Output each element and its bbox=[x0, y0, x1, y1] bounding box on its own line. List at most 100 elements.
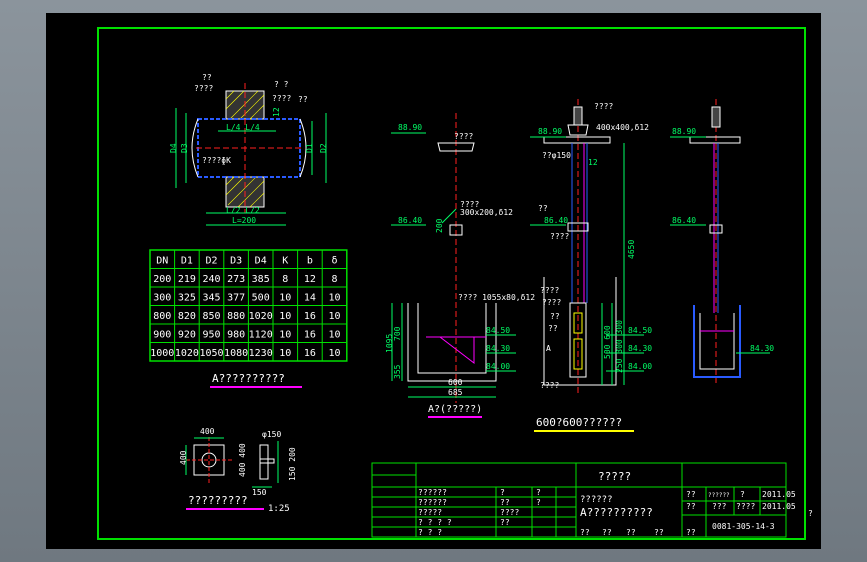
sec-a-d1095: 1095 bbox=[385, 334, 394, 353]
table-header-cell: D3 bbox=[230, 255, 242, 266]
table-cell: 300 bbox=[153, 292, 171, 303]
elev-e2: 84.30 bbox=[628, 344, 652, 353]
elev-label-2: ?? bbox=[550, 312, 560, 321]
tb-r2-1: ??? bbox=[712, 502, 727, 511]
table-cell: 12 bbox=[304, 274, 316, 285]
tb-bottom-2: ?? bbox=[626, 528, 636, 537]
pipe-detail bbox=[175, 83, 327, 226]
tb-small-0: ? bbox=[536, 488, 541, 497]
elev-label-0: ???? bbox=[540, 286, 559, 295]
plate-dim-150b: 150 bbox=[252, 488, 267, 497]
tb-left-1: ?????? bbox=[418, 498, 447, 507]
table-cell: 10 bbox=[328, 348, 340, 359]
elev-caption: 600?600?????? bbox=[536, 416, 622, 429]
elev-elev-1: 88.90 bbox=[538, 127, 562, 136]
side-elev-1: 88.90 bbox=[672, 127, 696, 136]
pipe-half-label: L/4 L/4 bbox=[226, 123, 260, 132]
tb-mid-2: ???? bbox=[500, 508, 519, 517]
sec-a-elev-2: 86.40 bbox=[398, 216, 422, 225]
table-cell: 200 bbox=[153, 274, 171, 285]
tb-r2-3: 2011.05 bbox=[762, 502, 796, 511]
pipe-q4: ???? bbox=[272, 94, 291, 103]
table-header-cell: D2 bbox=[205, 255, 217, 266]
pipe-dim-d2: D2 bbox=[319, 143, 328, 153]
table-cell: 1050 bbox=[199, 348, 223, 359]
elev-label-4: ???? bbox=[540, 381, 559, 390]
table-header-cell: DN bbox=[156, 255, 168, 266]
sec-a-d200: 200 bbox=[435, 218, 444, 233]
pipe-q5: ?? bbox=[298, 95, 308, 104]
sec-a-w600: 600 bbox=[448, 378, 463, 387]
tb-r2-2: ???? bbox=[736, 502, 755, 511]
side-view-drawing bbox=[670, 99, 770, 383]
tb-bottom-4: ?? bbox=[686, 528, 696, 537]
side-e2: 84.30 bbox=[750, 344, 774, 353]
sec-a-caption: A?(?????) bbox=[428, 404, 482, 415]
tb-r1-2: ? bbox=[740, 490, 745, 499]
table-cell: 10 bbox=[328, 292, 340, 303]
plate-caption: ????????? bbox=[188, 494, 248, 507]
tb-code: 0081-305-14-3 bbox=[712, 522, 775, 531]
elev-d250: 250 300 300 bbox=[615, 320, 624, 373]
tb-small-1: ? bbox=[536, 498, 541, 507]
drawing-canvas[interactable]: ?? ???? ? ? ???? ?? L/4 L/4 ????ɸK D4 D3… bbox=[46, 13, 821, 549]
tb-r1-1: ?????? bbox=[708, 492, 730, 499]
table-cell: 16 bbox=[304, 311, 316, 322]
table-cell: 10 bbox=[279, 329, 291, 340]
table-cell: 14 bbox=[304, 292, 316, 303]
tb-mid-3: ?? bbox=[500, 518, 510, 527]
elev-top2: 400x400,δ12 bbox=[596, 123, 649, 132]
table-cell: 1020 bbox=[175, 348, 199, 359]
elev-elev-2: 86.40 bbox=[544, 216, 568, 225]
table-cell: 1230 bbox=[249, 348, 273, 359]
tb-left-3: ? ? ? ? bbox=[418, 518, 452, 527]
tb-r1-0: ?? bbox=[686, 490, 696, 499]
table-cell: 10 bbox=[279, 311, 291, 322]
sec-a-q2: ???? bbox=[460, 200, 479, 209]
pipe-dim-d4: D4 bbox=[169, 143, 178, 153]
table-header-cell: b bbox=[307, 255, 313, 266]
elev-d500: 500 600 bbox=[603, 325, 612, 359]
tb-outside: ? bbox=[808, 509, 813, 518]
table-cell: 850 bbox=[202, 311, 220, 322]
pipe-q3: ? ? bbox=[274, 80, 289, 89]
title-block bbox=[371, 462, 787, 538]
table-cell: 900 bbox=[153, 329, 171, 340]
section-a-drawing bbox=[391, 113, 516, 403]
sec-a-plate1: 300x200,δ12 bbox=[460, 208, 513, 217]
table-cell: 800 bbox=[153, 311, 171, 322]
sec-a-elev-1: 88.90 bbox=[398, 123, 422, 132]
sec-a-e1: 84.50 bbox=[486, 326, 510, 335]
table-header-cell: δ bbox=[331, 255, 337, 266]
tb-left-2: ????? bbox=[418, 508, 442, 517]
table-cell: 10 bbox=[328, 329, 340, 340]
tb-left-0: ?????? bbox=[418, 488, 447, 497]
elev-q3: ???? bbox=[550, 232, 569, 241]
tb-sub1: ?????? bbox=[580, 495, 613, 505]
elev-a: A bbox=[546, 344, 551, 353]
sec-a-q1: ???? bbox=[454, 132, 473, 141]
table-cell: 500 bbox=[252, 292, 270, 303]
elev-e3: 84.00 bbox=[628, 362, 652, 371]
table-cell: 16 bbox=[304, 329, 316, 340]
table-cell: 325 bbox=[178, 292, 196, 303]
drawing-border bbox=[97, 27, 806, 540]
table-header-cell: D4 bbox=[255, 255, 267, 266]
elev-e1: 84.50 bbox=[628, 326, 652, 335]
table-cell: 16 bbox=[304, 348, 316, 359]
table-cell: 240 bbox=[202, 274, 220, 285]
side-elev-2: 86.40 bbox=[672, 216, 696, 225]
table-cell: 377 bbox=[227, 292, 245, 303]
sec-a-w685: 685 bbox=[448, 388, 463, 397]
pipe-dim-d3: D3 bbox=[180, 143, 189, 153]
elevation-drawing bbox=[530, 99, 644, 393]
pipe-total: L=200 bbox=[232, 216, 256, 225]
table-cell: 880 bbox=[227, 311, 245, 322]
sec-a-e3: 84.00 bbox=[486, 362, 510, 371]
table-cell: 10 bbox=[279, 292, 291, 303]
plate-dim-150: φ150 bbox=[262, 430, 281, 439]
pipe-q1: ?? bbox=[202, 73, 212, 82]
table-cell: 219 bbox=[178, 274, 196, 285]
sec-a-e2: 84.30 bbox=[486, 344, 510, 353]
